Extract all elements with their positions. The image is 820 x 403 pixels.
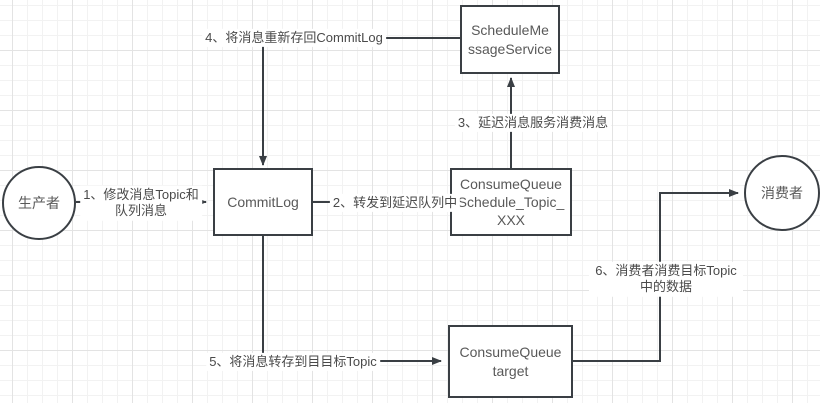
node-consumequeue-target: ConsumeQueue target [448,325,573,398]
node-producer: 生产者 [2,166,76,240]
edge-label-step2: 2、转发到延迟队列中 [329,193,461,213]
node-schedule-message-service: ScheduleMe ssageService [460,5,560,74]
edge-step5-arrow [262,236,442,365]
edge-step4-arrow [259,37,460,166]
edge-label-step3: 3、延迟消息服务消费消息 [454,113,612,133]
edge-label-step5: 5、将消息转存到目目标Topic [206,352,380,372]
node-consumequeue-schedule-topic: ConsumeQueue Schedule_Topic_ XXX [450,168,572,236]
edge-label-step1: 1、修改消息Topic和 队列消息 [80,185,202,221]
node-consumer: 消费者 [744,155,820,231]
edge-label-step4: 4、将消息重新存回CommitLog [202,28,386,48]
edge-label-step6: 6、消费者消费目标Topic中的数据 [589,261,743,297]
node-commitlog: CommitLog [213,168,313,236]
